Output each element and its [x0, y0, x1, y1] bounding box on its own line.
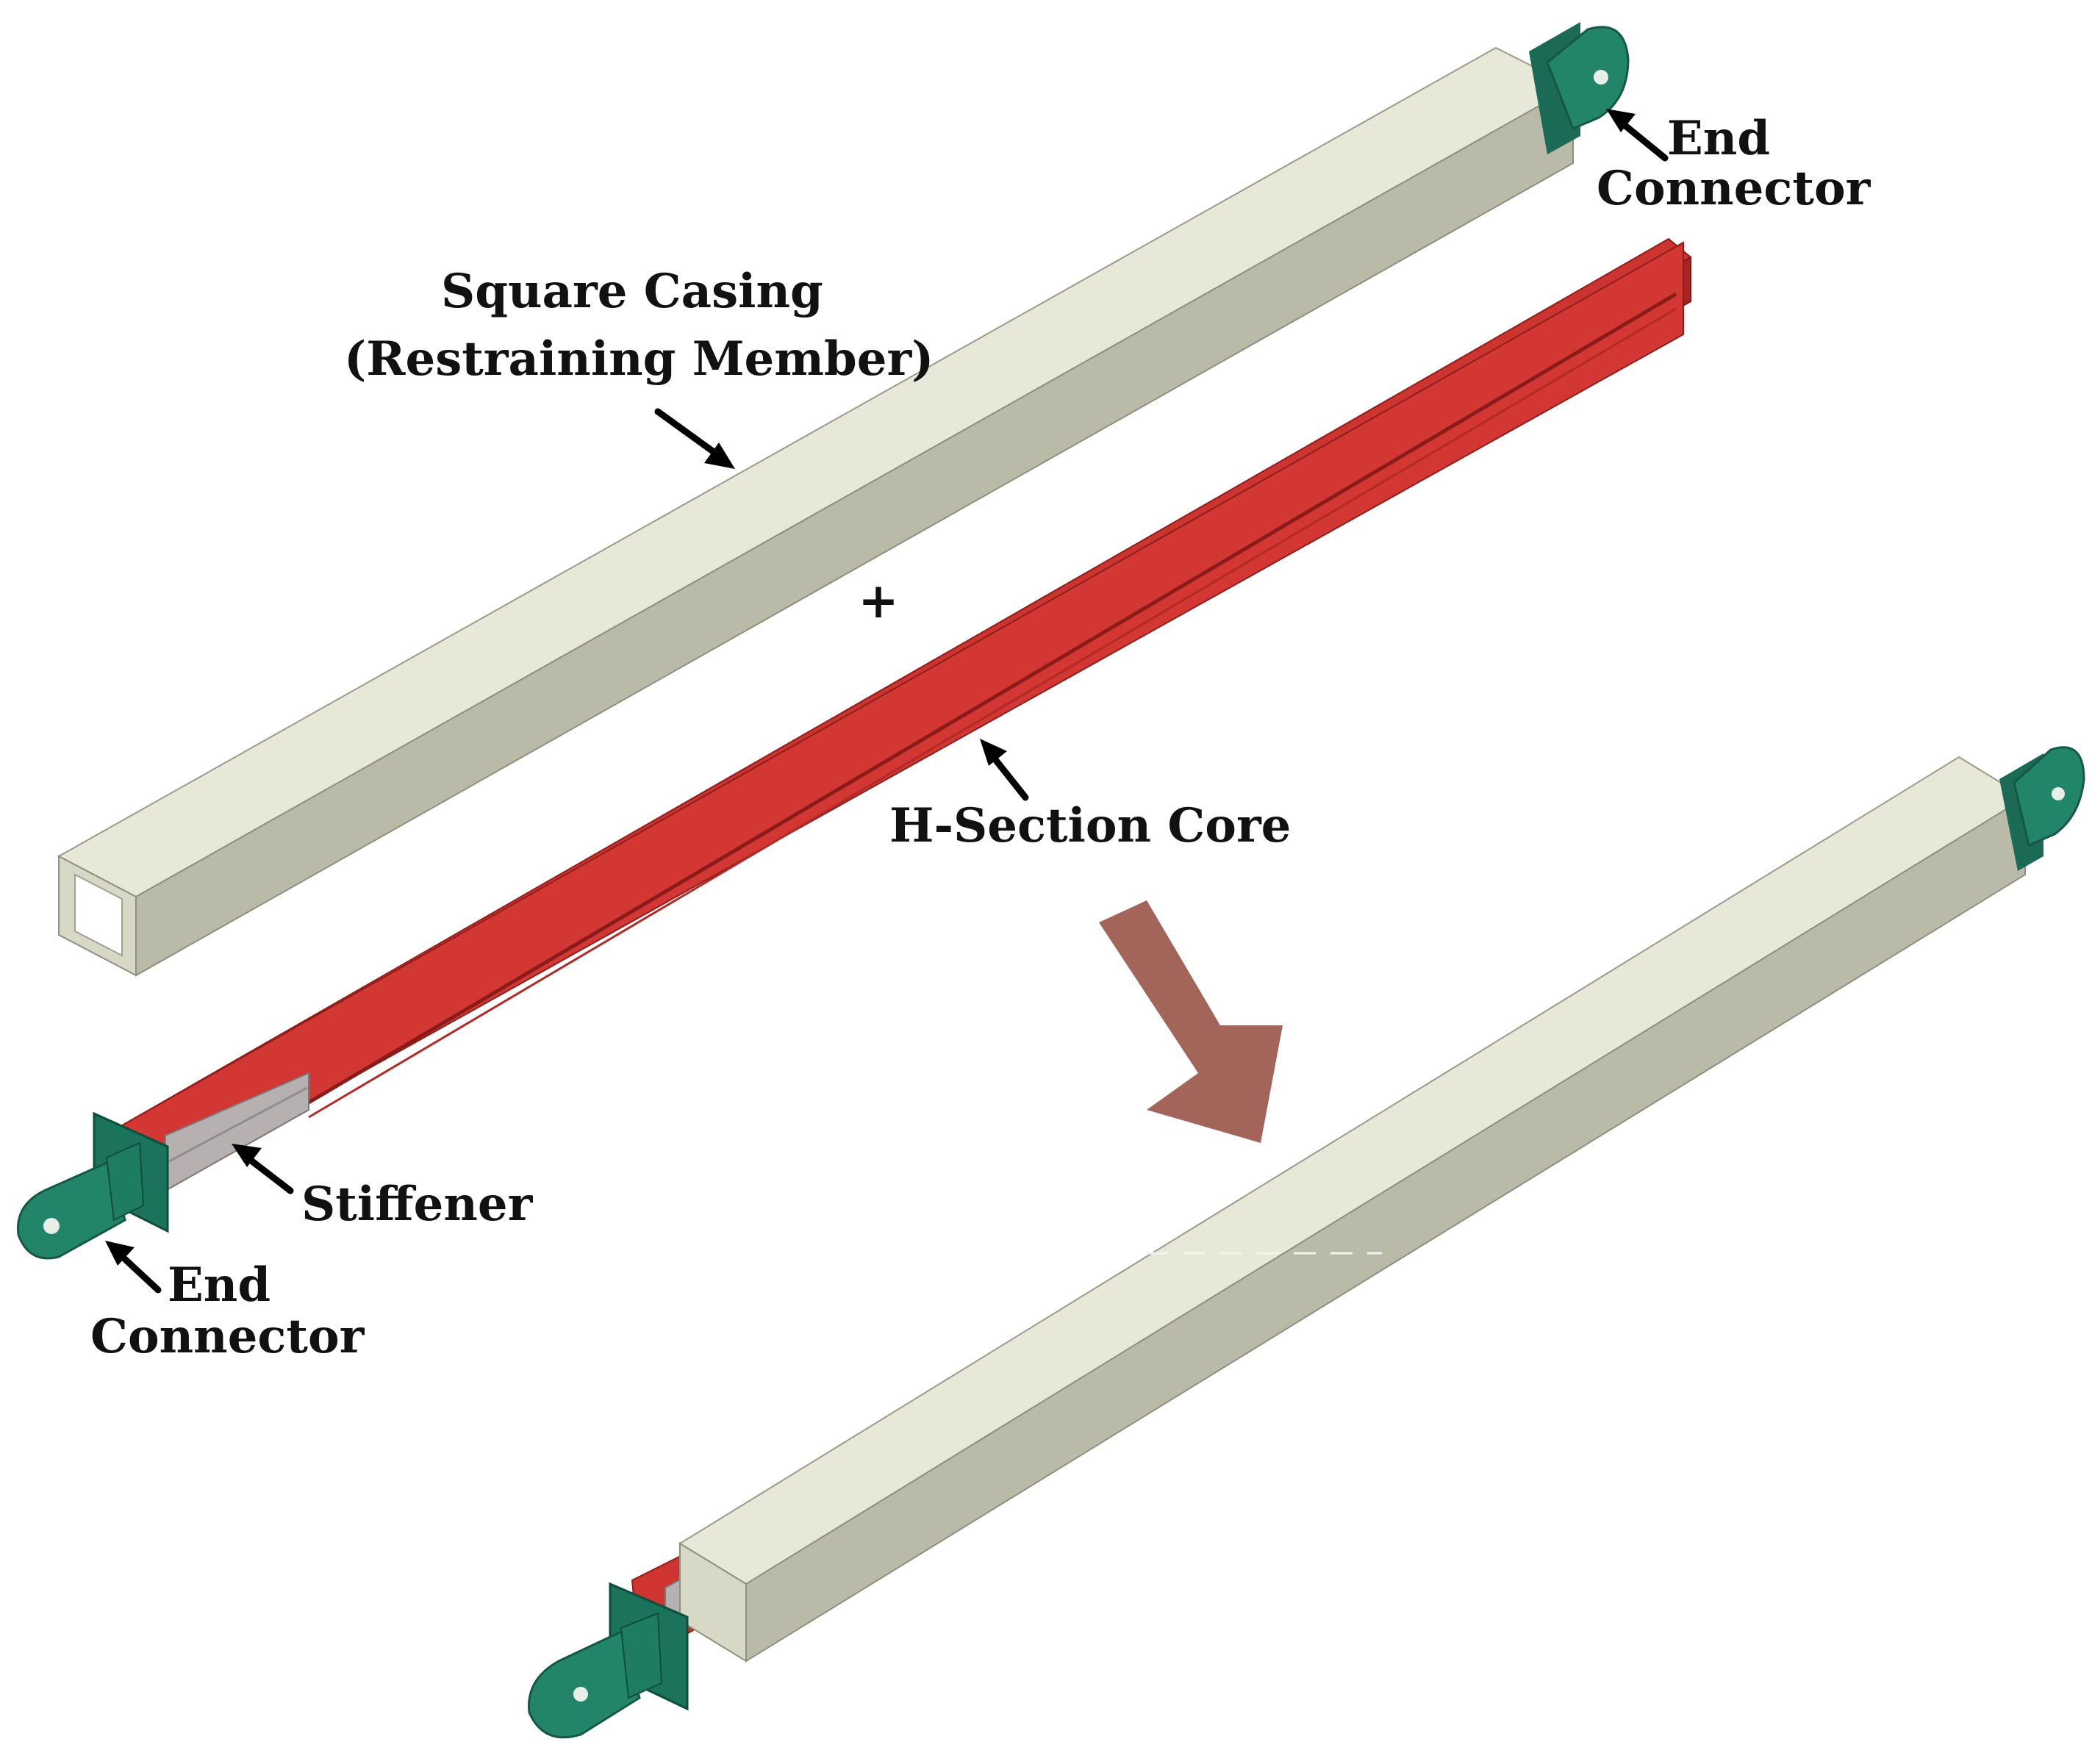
leader-arrow-square-casing [654, 408, 735, 469]
square-casing [57, 46, 1575, 977]
core-groove-line [307, 292, 1677, 1105]
plus-sign: + [858, 572, 898, 629]
stiffener-line [168, 1086, 308, 1163]
assembled-end-connector-right [1999, 746, 2085, 871]
assembled-connector-right-body [2013, 746, 2085, 847]
casing-hollow [74, 873, 123, 957]
connector-core-body [16, 1159, 126, 1260]
label-h-section-core: H-Section Core [889, 798, 1291, 853]
assembled-brace [631, 756, 2027, 1663]
assembled-connector-left-body [528, 1629, 641, 1739]
assembled-connector-right-hole [2052, 787, 2065, 800]
assembly-arrow [1099, 900, 1283, 1143]
connector-top-body [1546, 26, 1630, 130]
label-stiffener: Stiffener [301, 1177, 534, 1232]
label-end-connector-bottom-line2: Connector [90, 1309, 365, 1364]
assembled-casing-end [679, 1542, 747, 1663]
end-connector-core [16, 1111, 169, 1260]
assembled-end-connector-left [528, 1582, 689, 1739]
assembled-connector-left-hole [573, 1687, 588, 1702]
leader-arrow-stiffener [232, 1144, 294, 1194]
casing-side-face [135, 85, 1574, 977]
label-square-casing-line1: Square Casing [441, 264, 823, 319]
assembled-casing-side [745, 796, 2026, 1663]
label-square-casing-line2: (Restraining Member) [344, 331, 934, 387]
connector-core-rib [105, 1141, 145, 1222]
connector-core-hole [43, 1218, 60, 1234]
label-end-connector-bottom-line1: End [168, 1258, 271, 1313]
label-end-connector-top-line2: Connector [1597, 161, 1871, 216]
connector-top-hole [1594, 70, 1608, 85]
leader-arrow-end-connector-top [1606, 109, 1669, 162]
core-groove-line-2 [308, 307, 1677, 1119]
h-section-core [121, 237, 1692, 1207]
label-end-connector-top-line1: End [1667, 111, 1770, 166]
leader-arrow-end-connector-bottom [105, 1241, 162, 1294]
leader-arrow-h-section-core [980, 739, 1029, 801]
end-connector-top [1529, 22, 1630, 154]
assembled-casing-top [678, 756, 2027, 1585]
assembled-connector-left-rib [620, 1612, 663, 1699]
